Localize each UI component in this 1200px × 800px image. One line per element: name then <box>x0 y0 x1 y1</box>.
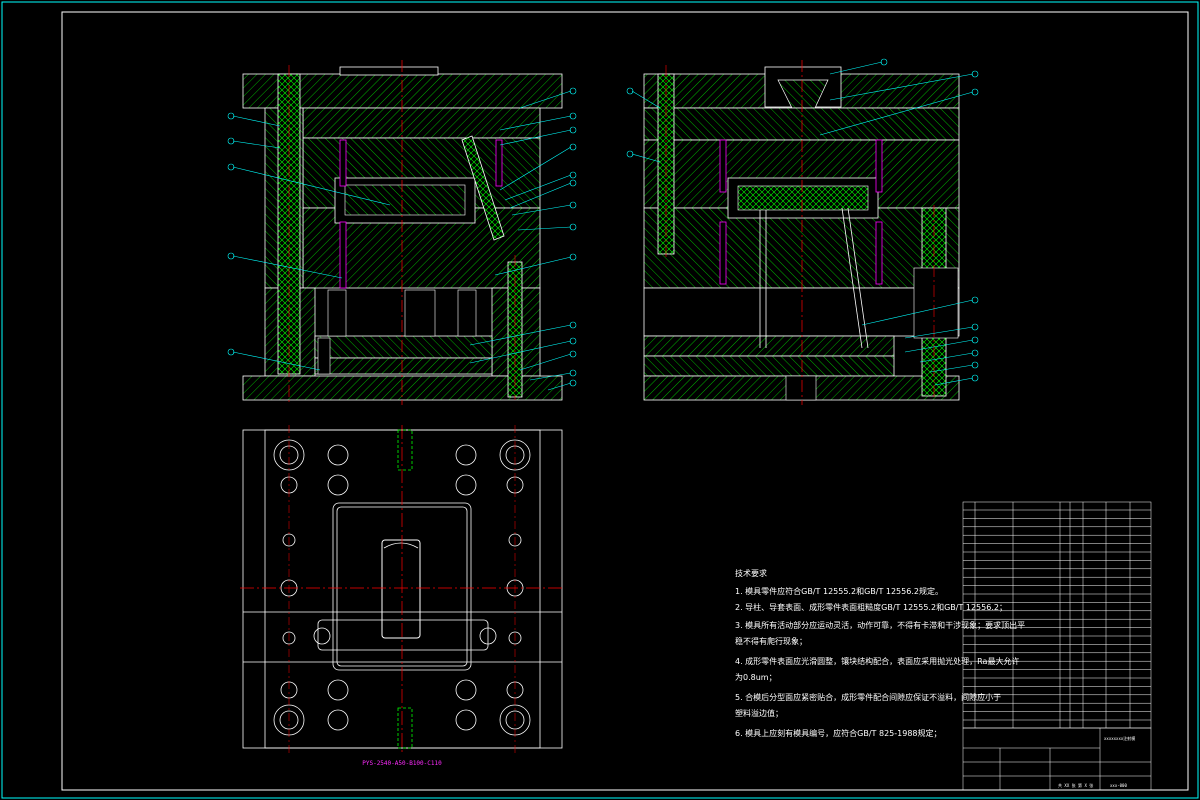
left-section-view <box>227 60 577 405</box>
title-block-name: xxxxxxxx注射模 <box>1104 735 1135 741</box>
moldbase-spec-label: PYS-2540-A50-B100-C110 <box>362 760 442 767</box>
title-block <box>962 727 1152 791</box>
note-item-4b: 为0.8um； <box>735 672 777 682</box>
notes-title: 技术要求 <box>735 568 767 578</box>
title-block-drawing-no: xxx-000 <box>1110 783 1127 788</box>
note-item-4: 4. 成形零件表面应光滑圆整，镶块结构配合，表面应采用抛光处理，Ra最大允许 <box>735 656 1019 666</box>
note-item-6: 6. 模具上应刻有模具编号，应符合GB/T 825-1988规定； <box>735 728 942 738</box>
technical-notes: 技术要求 1. 模具零件应符合GB/T 12555.2和GB/T 12556.2… <box>735 568 1025 738</box>
note-item-3: 3. 模具所有活动部分应运动灵活，动作可靠，不得有卡滞和干涉现象；要求顶出平 <box>735 620 1025 630</box>
note-item-1: 1. 模具零件应符合GB/T 12555.2和GB/T 12556.2规定。 <box>735 586 943 596</box>
note-item-5b: 塑料溢边值； <box>735 708 783 718</box>
note-item-2: 2. 导柱、导套表面、成形零件表面粗糙度GB/T 12555.2和GB/T 12… <box>735 602 1007 612</box>
inner-frame-border <box>61 11 1189 791</box>
plan-view <box>240 425 565 755</box>
right-section-view <box>626 58 979 405</box>
parts-list-table <box>962 501 1152 729</box>
note-item-3b: 稳不得有爬行现象； <box>735 636 807 646</box>
note-item-5: 5. 合模后分型面应紧密贴合，成形零件配合间隙应保证不溢料，间隙应小于 <box>735 692 1001 702</box>
title-block-scale: 共 XX 张 第 X 张 <box>1058 782 1093 788</box>
